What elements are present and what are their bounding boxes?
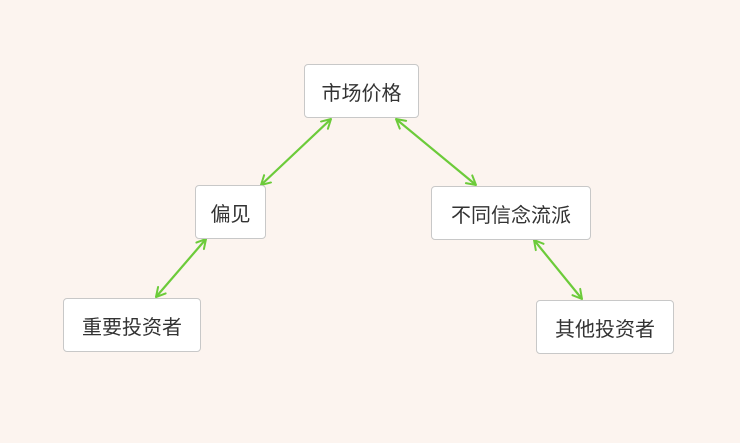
node-major-investors-label: 重要投资者	[82, 314, 182, 339]
node-market-price-label: 市场价格	[321, 80, 402, 105]
edge-belief-other	[533, 239, 583, 300]
node-other-investors-label: 其他投资者	[555, 316, 655, 341]
node-bias[interactable]: 偏见	[195, 185, 266, 239]
node-belief-schools-label: 不同信念流派	[451, 202, 571, 227]
node-other-investors[interactable]: 其他投资者	[536, 300, 674, 354]
edge-market-belief	[395, 118, 477, 186]
edge-market-bias	[260, 118, 332, 186]
node-bias-label: 偏见	[210, 201, 251, 226]
node-belief-schools[interactable]: 不同信念流派	[431, 186, 591, 240]
edge-bias-major	[155, 238, 207, 298]
node-market-price[interactable]: 市场价格	[304, 64, 419, 118]
node-major-investors[interactable]: 重要投资者	[63, 298, 201, 352]
